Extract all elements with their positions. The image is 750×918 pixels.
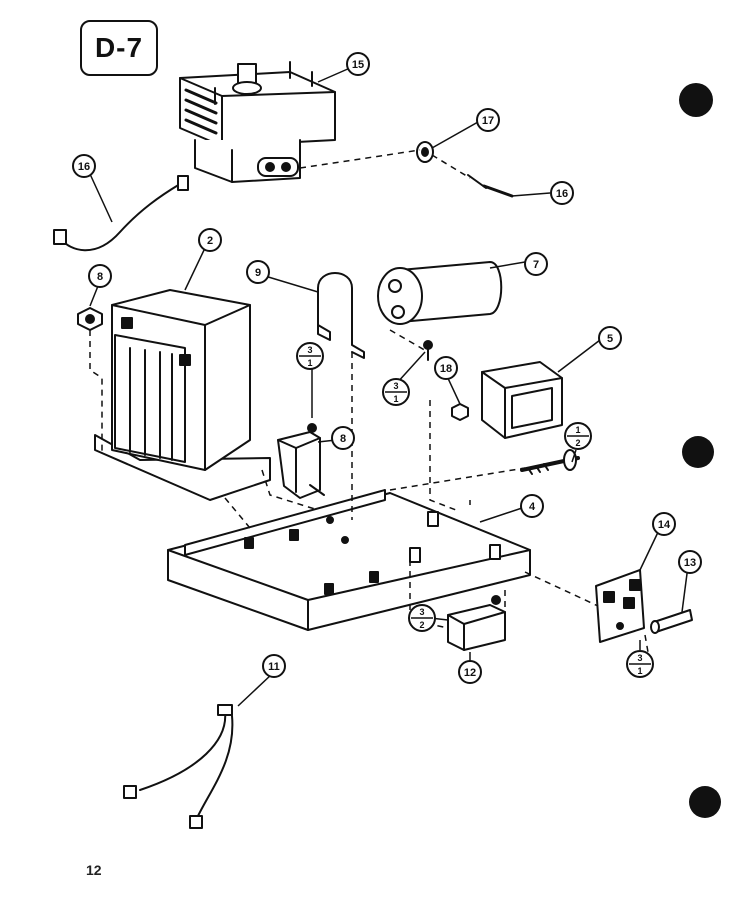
callout-16: 16 — [550, 181, 574, 205]
svg-text:5: 5 — [607, 333, 613, 345]
callout-8-switch: 8 — [331, 426, 355, 450]
svg-text:12: 12 — [464, 667, 476, 679]
callout-14: 14 — [652, 512, 676, 536]
svg-text:3: 3 — [637, 653, 642, 663]
svg-text:8: 8 — [97, 271, 103, 283]
fraction-callout-3-1-board: 3 1 — [626, 650, 654, 678]
svg-text:16: 16 — [78, 161, 90, 173]
punch-hole — [679, 83, 713, 117]
nut-part — [77, 307, 103, 331]
svg-text:3: 3 — [393, 381, 398, 391]
fraction-callout-3-1-screw: 3 1 — [382, 378, 410, 406]
fuse-part — [650, 609, 693, 634]
svg-text:7: 7 — [533, 259, 539, 271]
screw-part — [423, 340, 433, 361]
svg-text:9: 9 — [255, 267, 261, 279]
page-number: 12 — [86, 862, 102, 878]
svg-text:1: 1 — [575, 425, 580, 435]
lead-wire-part — [53, 175, 189, 252]
callout-16-wire: 16 — [72, 154, 96, 178]
callout-12: 12 — [458, 660, 482, 684]
capacitor-clamp-part — [317, 272, 365, 359]
callout-4: 4 — [520, 494, 544, 518]
svg-text:2: 2 — [575, 438, 580, 448]
magnetron-part — [179, 61, 336, 183]
page-label: D-7 — [80, 20, 158, 76]
callout-8-nut: 8 — [88, 264, 112, 288]
callout-9: 9 — [246, 260, 270, 284]
probe-part — [467, 174, 514, 198]
svg-text:2: 2 — [207, 235, 213, 247]
svg-text:17: 17 — [482, 115, 494, 127]
svg-text:8: 8 — [340, 433, 346, 445]
grommet-part — [416, 141, 434, 163]
svg-text:3: 3 — [419, 607, 424, 617]
callout-15: 15 — [346, 52, 370, 76]
transformer-part — [94, 289, 271, 501]
circuit-board-part — [595, 569, 645, 643]
long-screw-part — [520, 449, 580, 475]
svg-text:15: 15 — [352, 59, 364, 71]
callout-2: 2 — [198, 228, 222, 252]
capacitor-part — [377, 261, 503, 325]
svg-text:4: 4 — [529, 501, 536, 513]
callout-18: 18 — [434, 356, 458, 380]
svg-text:11: 11 — [268, 661, 280, 673]
fraction-callout-1-2: 1 2 — [564, 422, 592, 450]
relay-part — [447, 595, 506, 651]
callout-13: 13 — [678, 550, 702, 574]
small-nut-part — [451, 403, 469, 421]
switch-part — [277, 423, 325, 499]
svg-text:1: 1 — [393, 394, 398, 404]
svg-text:1: 1 — [637, 666, 642, 676]
fraction-callout-3-2: 3 2 — [408, 604, 436, 632]
callout-5: 5 — [598, 326, 622, 350]
svg-text:14: 14 — [658, 519, 671, 531]
callout-17: 17 — [476, 108, 500, 132]
svg-text:18: 18 — [440, 363, 452, 375]
callout-11: 11 — [262, 654, 286, 678]
diode-block-part — [481, 361, 563, 439]
fraction-callout-3-1-clamp: 3 1 — [296, 342, 324, 370]
svg-text:16: 16 — [556, 188, 568, 200]
punch-hole — [682, 436, 714, 468]
wire-harness-part — [123, 704, 234, 829]
callout-7: 7 — [524, 252, 548, 276]
svg-text:1: 1 — [307, 358, 312, 368]
svg-text:2: 2 — [419, 620, 424, 630]
punch-hole — [689, 786, 721, 818]
svg-text:13: 13 — [684, 557, 696, 569]
svg-text:3: 3 — [307, 345, 312, 355]
